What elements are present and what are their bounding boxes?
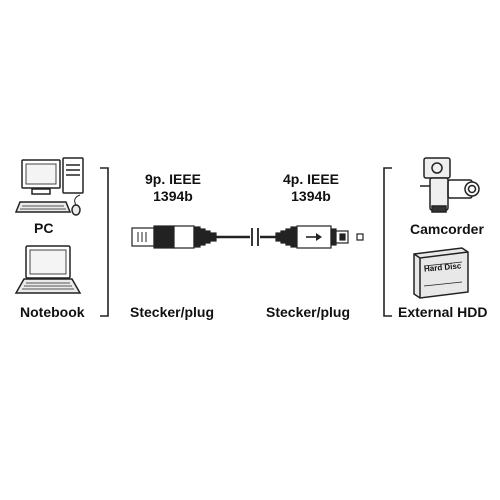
connector-4p-icon [275, 225, 349, 249]
left-bracket [100, 167, 109, 317]
left-plug-label: Stecker/plug [130, 304, 215, 320]
right-connector-label: 4p. IEEE 1394b [266, 171, 356, 205]
camcorder-icon [420, 157, 480, 213]
socket-4p-icon [356, 233, 364, 241]
pc-label: PC [34, 220, 54, 236]
right-bracket [383, 167, 392, 317]
notebook-icon [14, 245, 82, 294]
arrow-icon [306, 233, 322, 241]
hard-disc-icon [413, 247, 469, 299]
hdd-label: External HDD [398, 304, 488, 320]
left-connector-standard: 1394b [153, 188, 193, 204]
pc-icon [14, 157, 84, 216]
right-connector-type: 4p. IEEE [282, 171, 340, 187]
left-connector-label: 9p. IEEE 1394b [128, 171, 218, 205]
camcorder-label: Camcorder [410, 221, 484, 237]
notebook-label: Notebook [20, 304, 85, 320]
left-connector-type: 9p. IEEE [144, 171, 202, 187]
right-plug-label: Stecker/plug [266, 304, 351, 320]
connector-9p-icon [131, 225, 217, 249]
right-connector-standard: 1394b [291, 188, 331, 204]
